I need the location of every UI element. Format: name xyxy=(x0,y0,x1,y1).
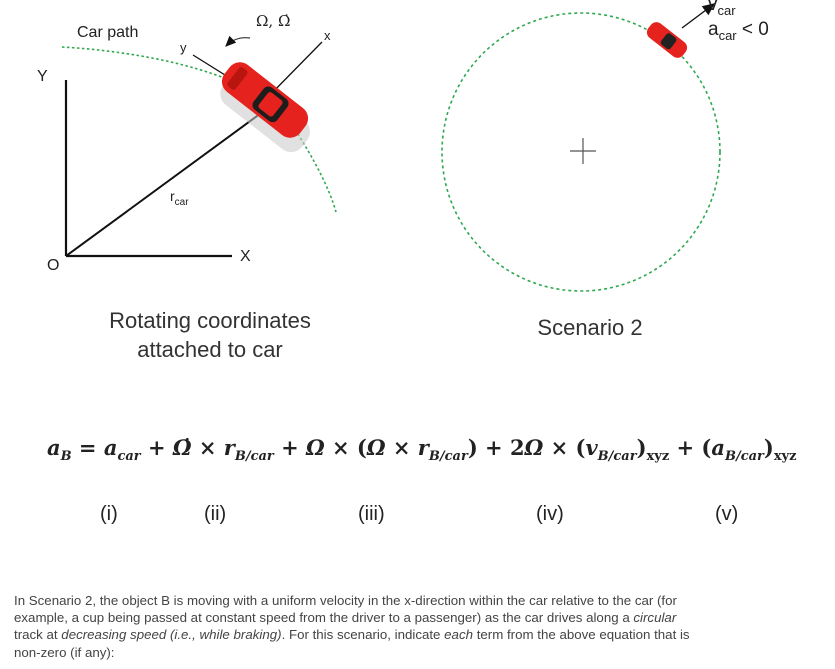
left-caption: Rotating coordinates attached to car xyxy=(109,308,311,362)
velocity-arrow xyxy=(681,3,716,29)
question-text: In Scenario 2, the object B is moving wi… xyxy=(14,593,690,660)
v-car-label: vcar xyxy=(708,0,736,18)
y-axis-label: Y xyxy=(37,68,48,85)
term-label-ii: (ii) xyxy=(204,503,227,525)
origin-label: O xyxy=(47,257,60,274)
scenario-caption: Scenario 2 xyxy=(537,315,643,340)
circular-track xyxy=(441,12,721,292)
term-label-v: (v) xyxy=(715,503,739,525)
a-car-label: acar < 0 xyxy=(708,19,769,43)
right-diagram xyxy=(441,3,721,292)
term-label-iv: (iv) xyxy=(536,503,564,525)
x-axis-label: X xyxy=(240,248,251,265)
left-diagram xyxy=(61,35,337,258)
term-label-iii: (iii) xyxy=(358,503,385,525)
omega-label: Ω, Ω̇ xyxy=(256,12,291,30)
term-label-i: (i) xyxy=(100,503,118,525)
rotating-y-label: y xyxy=(180,40,187,55)
rotation-arrow xyxy=(225,35,251,47)
car-path-label: Car path xyxy=(77,24,139,41)
small-car-icon xyxy=(646,22,688,58)
car-icon xyxy=(220,62,310,153)
r-car-label: rcar xyxy=(170,188,189,208)
r-car-vector xyxy=(65,107,269,257)
rotating-x-label: x xyxy=(324,28,331,43)
acceleration-equation: aB = acar + Ω̇ × rB/car + Ω × (Ω × rB/ca… xyxy=(47,435,797,465)
